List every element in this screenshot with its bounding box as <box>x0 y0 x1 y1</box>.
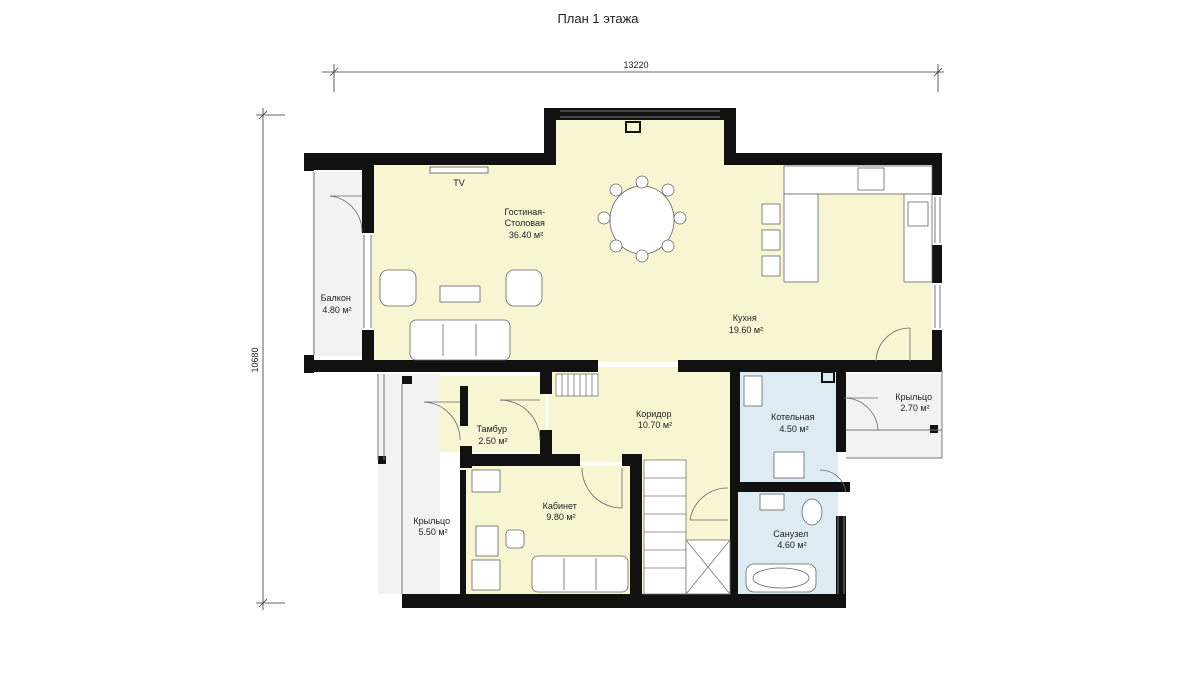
room-label-porch-left: Крыльцо 5.50 м² <box>413 516 452 537</box>
stairs <box>555 373 731 595</box>
height-dimension <box>256 108 285 610</box>
boiler-fixtures <box>743 375 805 479</box>
room-labels: Гостиная- Столовая 36.40 м² Кухня 19.60 … <box>321 207 934 550</box>
bathroom-fixtures <box>745 493 823 593</box>
room-label-balcony: Балкон 4.80 м² <box>321 293 354 315</box>
dining-table <box>597 175 687 263</box>
plan-title: План 1 этажа <box>557 11 639 26</box>
doors <box>329 195 911 521</box>
balcony-floor <box>312 172 364 356</box>
room-label-study: Кабинет 9.80 м² <box>543 501 580 522</box>
tv-label: TV <box>453 178 465 188</box>
height-dimension-label: 10680 <box>250 347 260 372</box>
study-furniture <box>471 469 629 593</box>
tv-unit: TV <box>429 166 489 188</box>
room-label-corridor: Коридор 10.70 м² <box>636 409 674 430</box>
living-furniture <box>379 269 543 361</box>
room-label-bathroom: Санузел 4.60 м² <box>773 529 811 550</box>
room-label-living: Гостиная- Столовая 36.40 м² <box>504 207 547 240</box>
room-label-porch-right: Крыльцо 2.70 м² <box>895 392 934 413</box>
width-dimension-label: 13220 <box>623 60 648 70</box>
room-label-kitchen: Кухня 19.60 м² <box>729 313 763 335</box>
kitchen-furniture <box>761 165 933 283</box>
windows <box>313 110 943 594</box>
width-dimension <box>322 64 944 92</box>
room-label-vestibule: Тамбур 2.50 м² <box>476 424 509 446</box>
porch-left-floor <box>378 374 440 594</box>
porch-right-floor <box>846 374 942 458</box>
room-label-boiler: Котельная 4.50 м² <box>771 412 817 434</box>
